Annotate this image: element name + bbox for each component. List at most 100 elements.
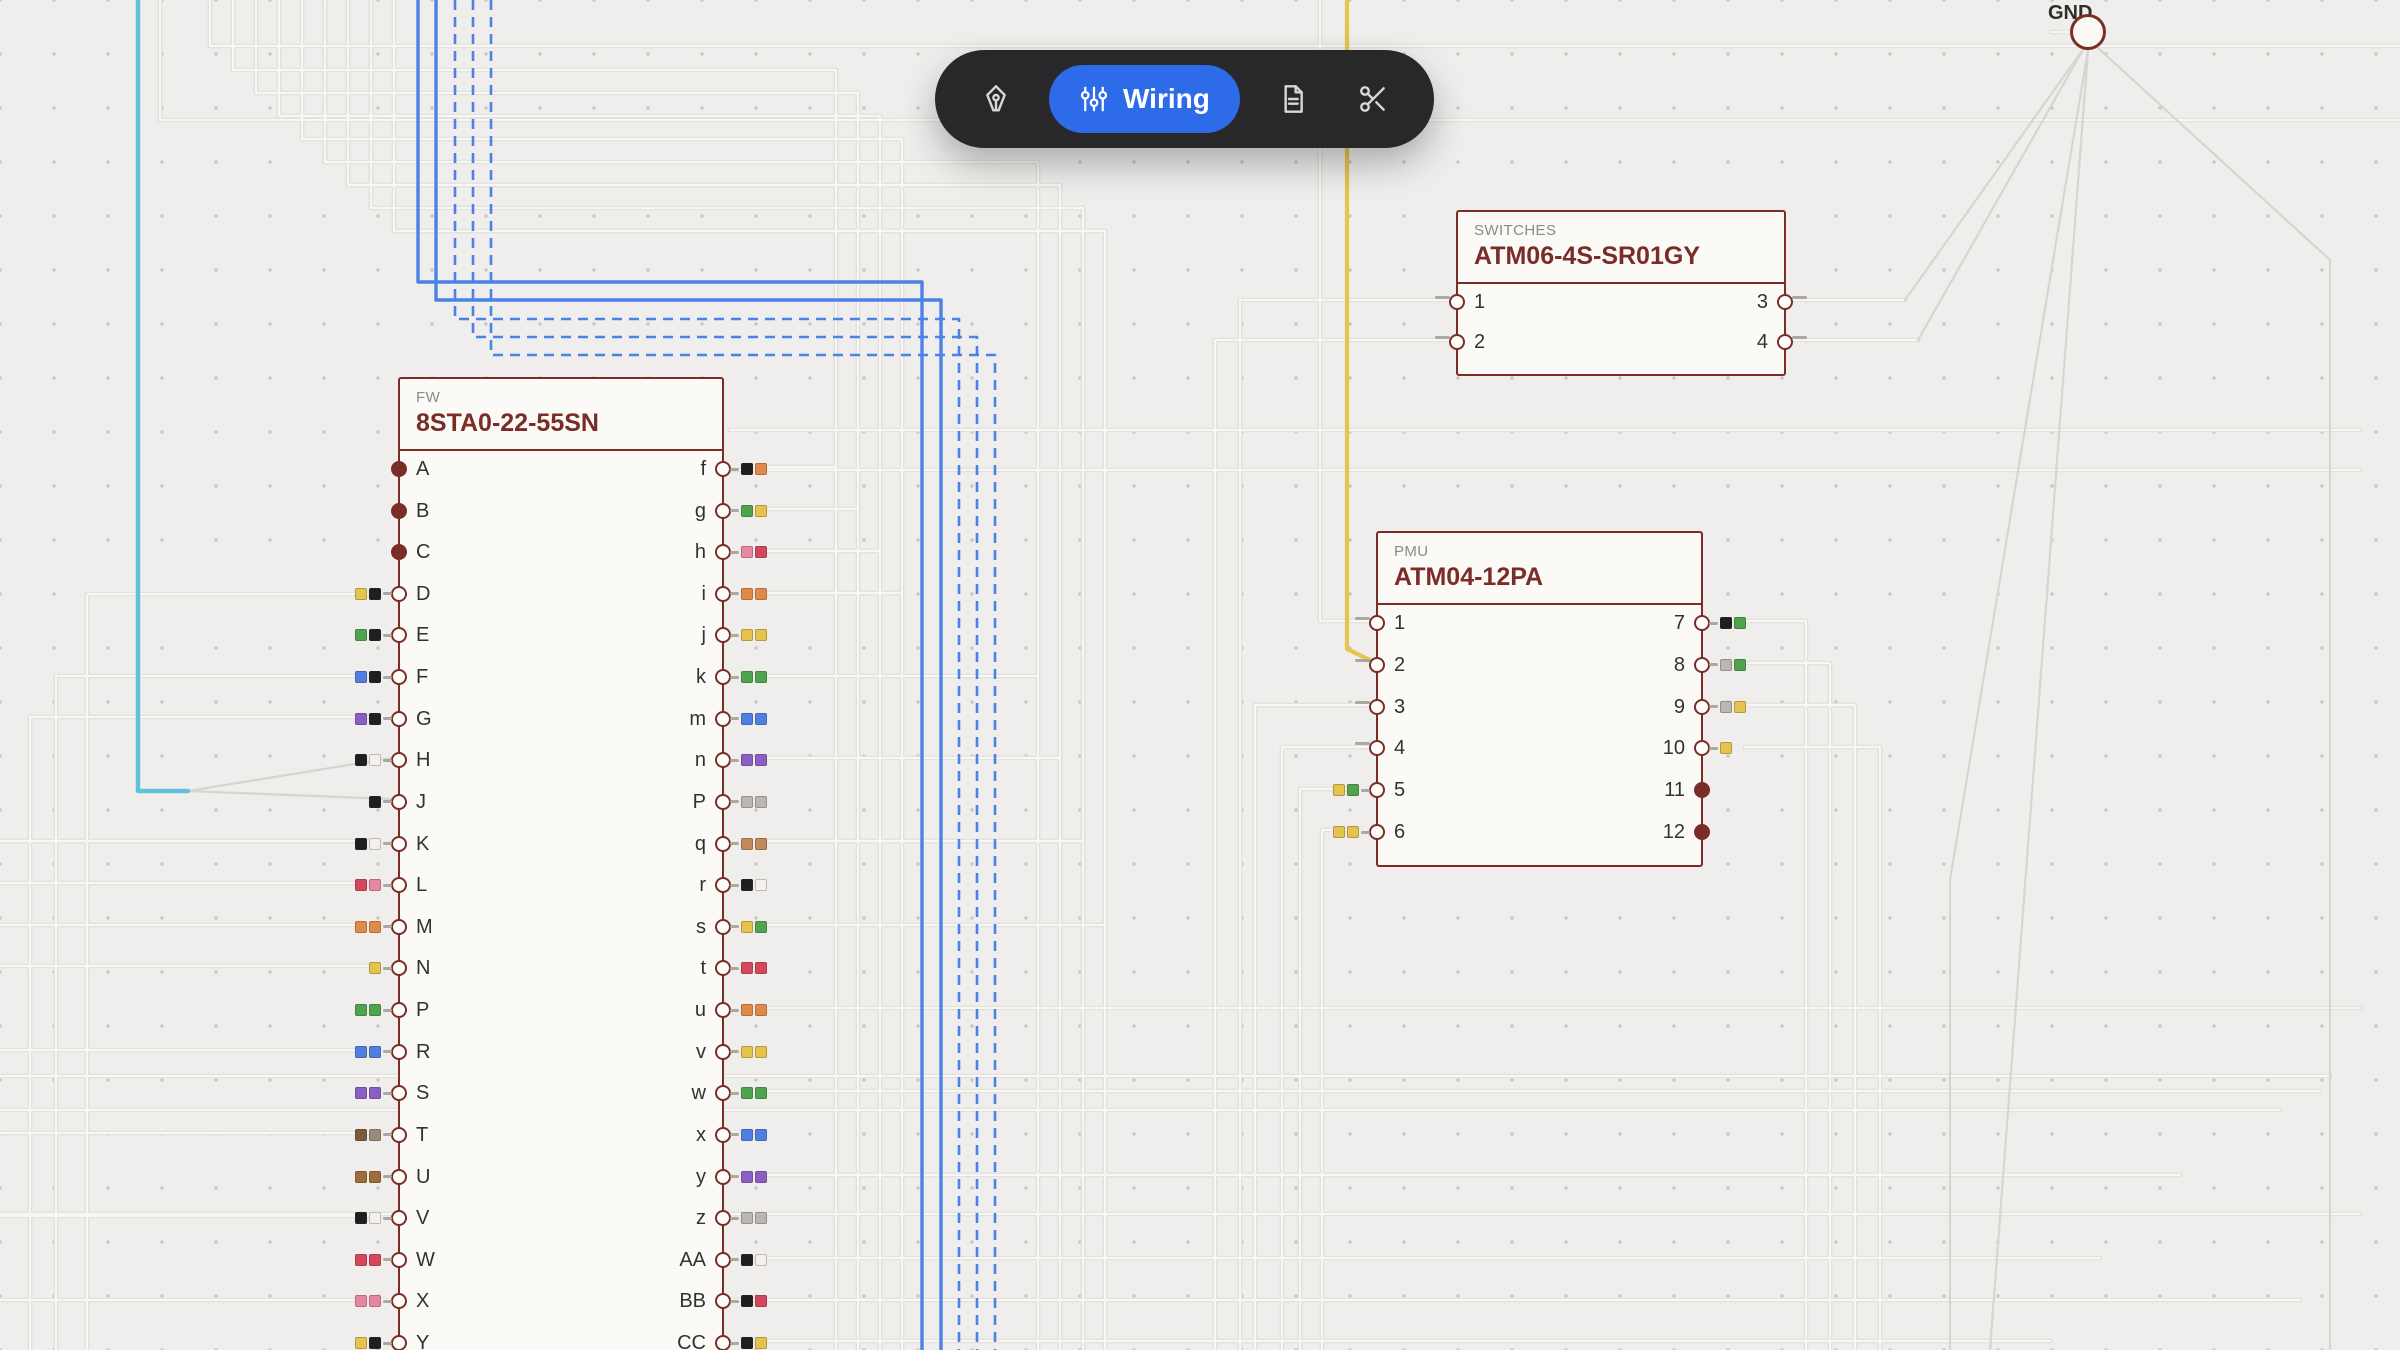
pin-port[interactable]: [391, 710, 407, 727]
pin-port[interactable]: [391, 793, 407, 810]
pin-port[interactable]: [715, 710, 731, 727]
pin-port[interactable]: [1777, 334, 1793, 350]
wire[interactable]: [28, 715, 370, 1350]
wire[interactable]: [54, 674, 370, 1350]
pin-port[interactable]: [391, 960, 407, 977]
pin-port[interactable]: [715, 461, 731, 477]
wire[interactable]: [1743, 745, 1882, 1350]
wire[interactable]: [323, 0, 1040, 1350]
pin-port[interactable]: [1369, 698, 1385, 715]
pin-port[interactable]: [391, 752, 407, 769]
pin-port[interactable]: [1694, 698, 1710, 715]
pin-port[interactable]: [1694, 656, 1710, 673]
pin-port[interactable]: [391, 1293, 407, 1310]
wire[interactable]: [1742, 618, 1809, 1350]
pin-port[interactable]: [715, 585, 731, 602]
wire[interactable]: [1743, 619, 1808, 1350]
wire-airline[interactable]: [1948, 48, 2090, 1350]
wire-cyan[interactable]: [135, 0, 191, 794]
pin-port[interactable]: [391, 585, 407, 602]
pin-port[interactable]: [1369, 782, 1385, 799]
tool-pen-button[interactable]: [969, 72, 1023, 126]
wire[interactable]: [300, 0, 904, 1350]
pin-port[interactable]: [715, 1168, 731, 1185]
pin-port[interactable]: [391, 1168, 407, 1185]
gnd-terminal[interactable]: [2070, 14, 2106, 50]
pin-port[interactable]: [715, 835, 731, 852]
wire[interactable]: [1318, 0, 1378, 623]
pin-port[interactable]: [391, 1085, 407, 1102]
pin-port[interactable]: [391, 1043, 407, 1060]
wire[interactable]: [1742, 702, 1858, 1350]
wire[interactable]: [27, 714, 371, 1350]
tool-wiring-button[interactable]: Wiring: [1049, 65, 1240, 133]
wire[interactable]: [1743, 703, 1857, 1350]
wire-bundle-selected[interactable]: [416, 0, 924, 1350]
wire-bundle-selected[interactable]: [489, 0, 997, 1350]
pin-port[interactable]: [715, 1335, 731, 1350]
pin-port[interactable]: [391, 669, 407, 686]
pin-port[interactable]: [391, 502, 407, 519]
wire[interactable]: [85, 592, 370, 1350]
pin-port[interactable]: [715, 669, 731, 686]
wire[interactable]: [1213, 338, 1458, 1350]
wire-yellow[interactable]: [1344, 0, 1379, 666]
wire[interactable]: [53, 673, 371, 1350]
pin-port[interactable]: [391, 544, 407, 561]
pin-port[interactable]: [715, 502, 731, 519]
pin-port[interactable]: [391, 1002, 407, 1019]
pin-port[interactable]: [391, 1126, 407, 1143]
wire-airline[interactable]: [2096, 46, 2332, 1350]
pin-port[interactable]: [391, 627, 407, 644]
tool-cut-button[interactable]: [1346, 72, 1400, 126]
wire-airline[interactable]: [1903, 46, 2086, 302]
pin-port[interactable]: [715, 1126, 731, 1143]
wire[interactable]: [1743, 661, 1832, 1350]
wire-bundle-selected[interactable]: [453, 0, 961, 1350]
pin-port[interactable]: [715, 1043, 731, 1060]
pin-port[interactable]: [391, 461, 407, 477]
pin-port[interactable]: [391, 877, 407, 894]
wire[interactable]: [1252, 702, 1379, 1350]
wire[interactable]: [1253, 703, 1378, 1350]
pin-port[interactable]: [1369, 740, 1385, 757]
wire[interactable]: [369, 0, 1085, 1350]
wire[interactable]: [208, 0, 2400, 48]
pin-port[interactable]: [391, 835, 407, 852]
wire[interactable]: [1298, 787, 1354, 1350]
wire[interactable]: [231, 0, 838, 1350]
pin-port[interactable]: [715, 918, 731, 935]
wire-bundle-selected[interactable]: [471, 0, 979, 1350]
pin-port[interactable]: [1369, 824, 1385, 840]
pin-port[interactable]: [715, 1002, 731, 1019]
wire[interactable]: [1280, 745, 1378, 1350]
wire[interactable]: [158, 0, 2400, 122]
wire[interactable]: [392, 0, 1107, 1350]
pin-port[interactable]: [1777, 294, 1793, 310]
pin-port[interactable]: [1369, 615, 1385, 631]
wire[interactable]: [1238, 298, 1458, 1350]
pin-port[interactable]: [391, 1251, 407, 1268]
pin-port[interactable]: [1449, 294, 1465, 310]
tool-document-button[interactable]: [1266, 72, 1320, 126]
wire[interactable]: [84, 591, 371, 1350]
pin-port[interactable]: [715, 793, 731, 810]
wire-airline[interactable]: [1916, 46, 2086, 342]
pin-port[interactable]: [1694, 782, 1710, 799]
wire[interactable]: [346, 0, 1062, 1350]
pin-port[interactable]: [391, 1210, 407, 1227]
wire-airline[interactable]: [1988, 48, 2090, 1350]
wire-bundle-selected[interactable]: [434, 0, 943, 1350]
pin-port[interactable]: [1694, 824, 1710, 840]
pin-port[interactable]: [1369, 656, 1385, 673]
wire[interactable]: [1297, 786, 1355, 1350]
wire-airline[interactable]: [186, 789, 394, 801]
pin-port[interactable]: [715, 1251, 731, 1268]
pin-port[interactable]: [1694, 615, 1710, 631]
wire[interactable]: [277, 0, 882, 1350]
pin-port[interactable]: [391, 918, 407, 935]
